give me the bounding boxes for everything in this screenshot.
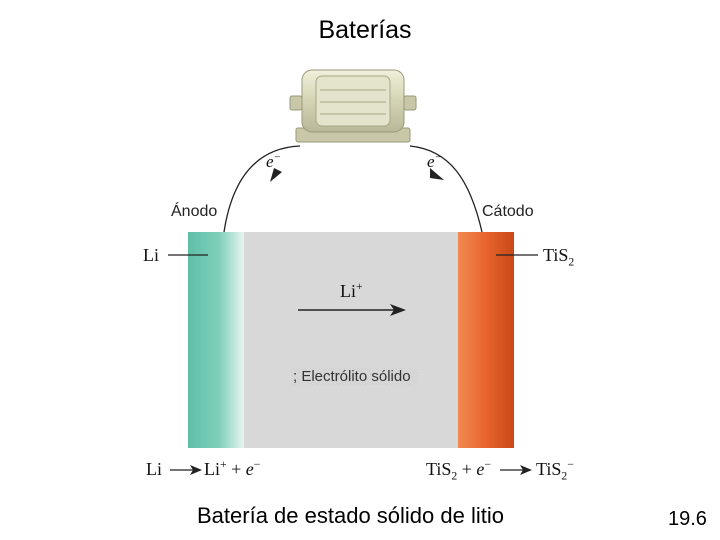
cathode-electrode [458, 232, 514, 448]
electron-arrow-left-icon [270, 168, 282, 182]
lithium-ion-label: Li+ [340, 280, 363, 301]
cathode-reaction-arrow-icon [500, 465, 532, 475]
electrolyte-label: ; Electrólito sólido [291, 368, 417, 385]
cathode-reaction-reactants: TiS2 + e− [426, 458, 491, 483]
cathode-reaction-product: TiS2− [536, 458, 574, 483]
electron-arrow-right-icon [430, 168, 444, 180]
slide-number: 19.6 [668, 508, 707, 530]
ion-migration-arrow-icon [298, 304, 406, 316]
motor-icon [289, 69, 417, 143]
anode-reaction-products: Li+ + e− [204, 458, 261, 479]
anode-label: Ánodo [171, 203, 218, 220]
titanium-disulfide-label: TiS2 [543, 245, 575, 269]
diagram-caption: Batería de estado sólido de litio [197, 503, 504, 528]
anode-reaction-reactant: Li [146, 459, 162, 479]
anode-electrode [188, 232, 244, 448]
page-title: Baterías [318, 16, 412, 44]
external-circuit [223, 145, 483, 233]
anode-reaction-arrow-icon [170, 465, 202, 475]
solid-electrolyte [242, 232, 462, 448]
electron-label-right: e− [427, 151, 443, 171]
cathode-label: Cátodo [482, 203, 534, 220]
electron-label-left: e− [266, 151, 282, 171]
lithium-label: Li [143, 245, 159, 265]
